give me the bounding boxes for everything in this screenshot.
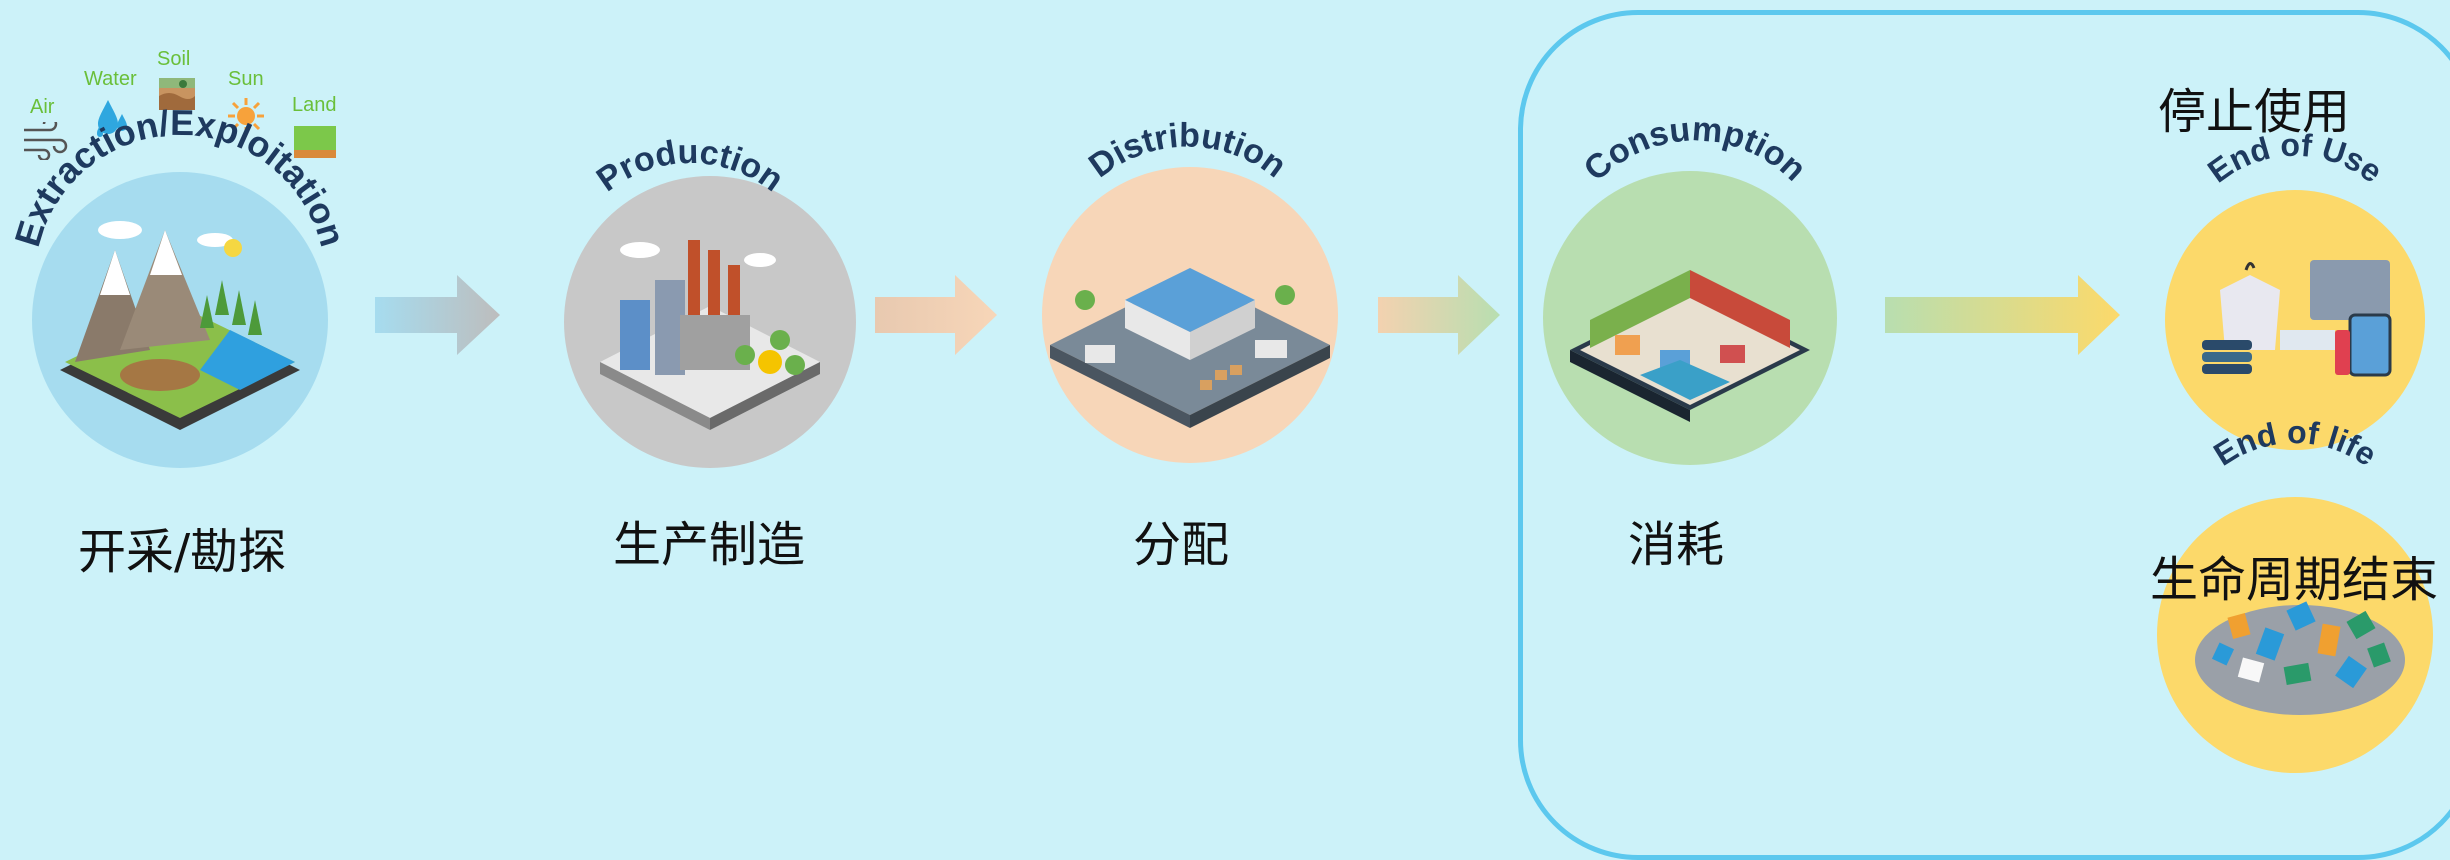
flow-arrow [875, 275, 997, 355]
flow-arrow [1885, 275, 2120, 355]
resource-label: Sun [228, 68, 264, 90]
water-drops-icon [97, 100, 127, 137]
stage-zh-label: 生产制造 [613, 517, 806, 573]
land-icon [294, 126, 336, 158]
resource-sun: Sun [222, 68, 272, 138]
resource-label: Water [84, 68, 137, 90]
warehouse-icon [1050, 268, 1330, 428]
stage-zh-label: 生命周期结束 [2150, 552, 2439, 608]
stage-end-of-use: End of Use [2150, 127, 2450, 460]
resource-soil: Soil [155, 48, 205, 118]
wind-icon [24, 122, 68, 160]
stage-zh-label: 开采/勘探 [78, 524, 287, 580]
resource-water: Water [82, 68, 142, 138]
stage-production: Production [530, 100, 890, 480]
stage-zh-label: 停止使用 [2158, 84, 2351, 140]
flow-arrow [375, 275, 500, 355]
stage-extraction: Extraction/Exploitation [0, 100, 360, 480]
resource-air: Air [22, 96, 72, 166]
stage-distribution: Distribution [1025, 100, 1385, 480]
stage-consumption: Consumption [1530, 110, 1890, 480]
waste-pile-icon [2195, 601, 2405, 715]
resource-label: Soil [157, 48, 191, 70]
stage-zh-label: 消耗 [1628, 517, 1725, 573]
factory-icon [600, 240, 820, 430]
sun-icon [228, 98, 264, 134]
stage-end-of-life: End of life [2140, 414, 2450, 795]
resource-land: Land [288, 94, 348, 166]
mountain-landscape-icon [60, 221, 300, 430]
used-goods-icon [2202, 260, 2392, 377]
resource-label: Land [292, 94, 337, 116]
resource-label: Air [30, 96, 55, 118]
soil-icon [159, 78, 195, 110]
stage-zh-label: 分配 [1133, 517, 1230, 573]
mall-interior-icon [1570, 270, 1810, 422]
flow-arrow [1378, 275, 1500, 355]
end-of-use-circle [2165, 190, 2425, 450]
